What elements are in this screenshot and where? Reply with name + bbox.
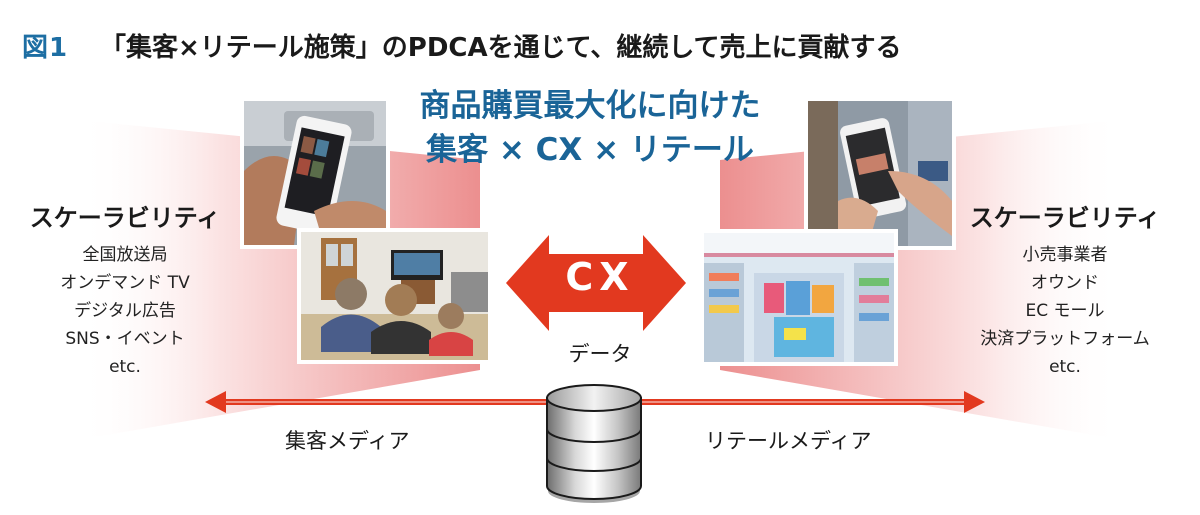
headline-line-2: 集客 × CX × リテール	[426, 132, 754, 168]
acquisition-media-label: 集客メディア	[285, 429, 410, 453]
cx-label: CX	[565, 255, 635, 299]
left-item: 全国放送局	[82, 245, 168, 265]
right-item: 決済プラットフォーム	[980, 329, 1150, 349]
smartphone-barcode-scan-photo	[804, 97, 956, 250]
convenience-store-shelves-photo	[700, 229, 898, 366]
figure-title: 「集客×リテール施策」のPDCAを通じて、継続して売上に貢献する	[100, 33, 902, 63]
smartphone-streaming-photo	[240, 97, 390, 249]
left-item: デジタル広告	[74, 301, 176, 321]
family-watching-tv-photo	[297, 228, 492, 364]
right-item: etc.	[1049, 357, 1081, 377]
left-item: オンデマンド TV	[60, 273, 190, 293]
left-scalability-heading: スケーラビリティ	[29, 204, 221, 232]
figure-number: 図1	[22, 33, 69, 63]
right-scalability-heading: スケーラビリティ	[969, 204, 1161, 232]
left-item: SNS・イベント	[65, 329, 185, 349]
right-item: 小売事業者	[1022, 245, 1108, 265]
right-item: オウンド	[1031, 273, 1099, 293]
cx-double-arrow-icon	[506, 235, 686, 331]
headline-line-1: 商品購買最大化に向けた	[419, 88, 761, 124]
database-cylinder-icon	[546, 384, 642, 503]
left-item: etc.	[109, 357, 141, 377]
retail-media-label: リテールメディア	[705, 429, 872, 453]
headline: 商品購買最大化に向けた 集客 × CX × リテール	[380, 84, 800, 172]
right-scalability-block: スケーラビリティ 小売事業者 オウンド EC モール 決済プラットフォーム et…	[950, 198, 1180, 381]
data-label: データ	[568, 342, 632, 366]
right-item: EC モール	[1025, 301, 1105, 321]
left-scalability-block: スケーラビリティ 全国放送局 オンデマンド TV デジタル広告 SNS・イベント…	[10, 198, 240, 381]
